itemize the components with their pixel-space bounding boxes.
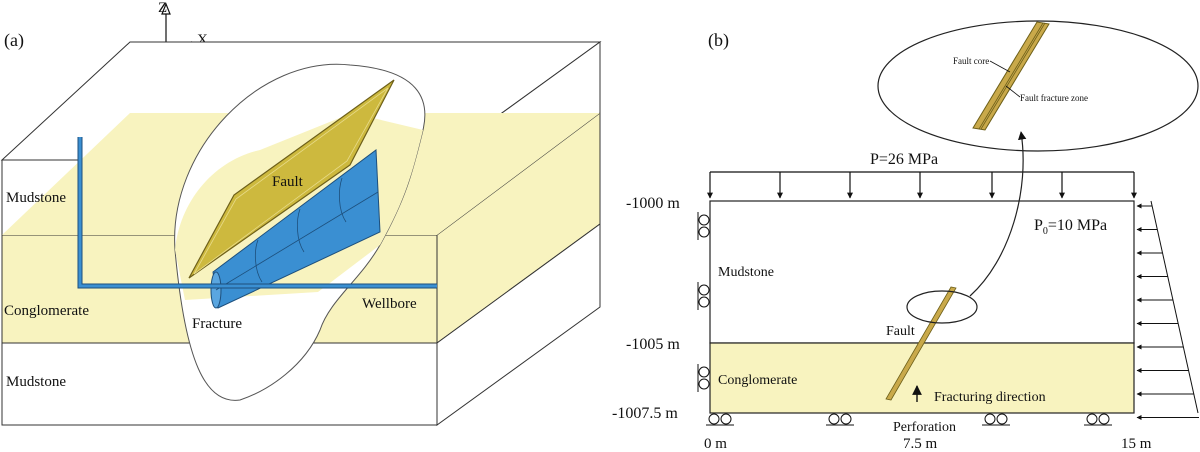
depth-label-1007-5: -1007.5 m <box>612 405 678 422</box>
fracture-cluster-line-3 <box>338 177 347 223</box>
x-tick-0m: 0 m <box>704 436 727 452</box>
conglomerate-label-b: Conglomerate <box>718 373 797 388</box>
fault-label-a: Fault <box>272 174 304 190</box>
fault-plane <box>188 79 395 279</box>
fracturing-direction-label: Fracturing direction <box>934 390 1046 405</box>
roller-wheel <box>698 284 710 296</box>
z-axis-arrow <box>161 2 171 15</box>
wellbore-path <box>78 137 437 288</box>
wellbore-label: Wellbore <box>362 296 417 312</box>
fault-plane-inner-edge <box>193 87 389 275</box>
roller-wheel <box>996 413 1008 425</box>
roller-support <box>697 212 710 240</box>
inset-ellipse <box>877 20 1199 152</box>
perforation-label: Perforation <box>893 420 956 435</box>
roller-wheel <box>698 214 710 226</box>
pressure-label: P=26 MPa <box>870 151 938 168</box>
fracture-cluster-line-2 <box>296 208 305 253</box>
roller-supports <box>697 212 1112 426</box>
roller-wheel <box>840 413 852 425</box>
conglomerate-domain <box>709 342 1135 414</box>
lateral-load-arrows <box>1136 203 1199 420</box>
zoom-leader-arrow <box>969 131 1027 297</box>
roller-support <box>697 282 710 310</box>
roller-wheel <box>698 296 710 308</box>
layer-label-mudstone-bottom: Mudstone <box>6 374 66 390</box>
panel-a: (a) Z X Y <box>0 0 602 426</box>
x-tick-15m: 15 m <box>1121 436 1152 452</box>
pressure-arrows <box>707 172 1137 199</box>
initial-pressure-label: P0=10 MPa <box>1034 217 1107 237</box>
roller-wheel <box>698 378 710 390</box>
fault-cross-section <box>885 286 957 401</box>
inset-fault-core-line-1 <box>978 22 1044 130</box>
layer-label-mudstone-top: Mudstone <box>6 190 66 206</box>
x-tick-7-5m: 7.5 m <box>903 436 938 452</box>
inset-fracture-zone-leader <box>1005 85 1021 98</box>
z-axis-label: Z <box>158 0 167 16</box>
roller-wheel <box>720 413 732 425</box>
fracture-cluster-line-1 <box>254 239 263 283</box>
lateral-load-envelope <box>1150 200 1199 414</box>
panel-a-label: (a) <box>4 30 24 51</box>
roller-wheel <box>828 413 840 425</box>
side-mudstone-bottom <box>436 223 601 426</box>
fracture-clusters <box>215 177 379 291</box>
fault-zoom-ellipse <box>906 290 978 324</box>
inset-fault-core-label: Fault core <box>953 56 989 66</box>
roller-support <box>1084 413 1112 426</box>
roller-wheel <box>698 366 710 378</box>
roller-wheel <box>1086 413 1098 425</box>
cutaway-conglomerate <box>175 113 423 300</box>
panel-b: (b) Fault core Fault fracture zone P=26 … <box>612 20 1199 452</box>
roller-support <box>706 413 734 426</box>
depth-label-1000: -1000 m <box>626 195 680 212</box>
x-axis-label: X <box>197 32 208 48</box>
fault-label-b: Fault <box>886 324 915 339</box>
panel-b-label: (b) <box>708 30 729 51</box>
fracture-center-line <box>215 191 379 291</box>
roller-support <box>826 413 854 426</box>
roller-wheel <box>698 226 710 238</box>
inset-fault-core-line-2 <box>980 22 1046 130</box>
inset-fault-core-leader <box>989 60 1011 73</box>
mudstone-label-b: Mudstone <box>718 265 774 280</box>
layer-label-conglomerate: Conglomerate <box>4 303 89 319</box>
roller-wheel <box>1098 413 1110 425</box>
roller-wheel <box>708 413 720 425</box>
roller-support <box>982 413 1010 426</box>
inset-fracture-zone-label: Fault fracture zone <box>1020 93 1088 103</box>
roller-wheel <box>984 413 996 425</box>
wellbore <box>77 137 437 289</box>
inset-detail: Fault core Fault fracture zone <box>877 20 1199 152</box>
depth-label-1005: -1005 m <box>626 336 680 353</box>
fracture-label: Fracture <box>192 316 242 332</box>
roller-support <box>697 364 710 392</box>
